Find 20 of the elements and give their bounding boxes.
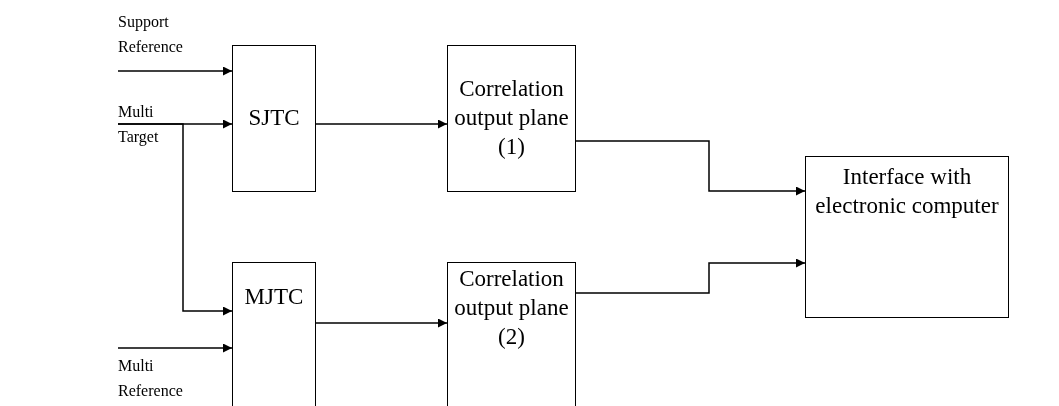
- arrow: [117, 123, 233, 316]
- box-label: MJTC: [244, 283, 304, 311]
- arrow: [117, 66, 233, 76]
- arrow: [315, 119, 448, 129]
- box-label: Interface with electronic computer: [814, 163, 1000, 220]
- arrow: [315, 318, 448, 328]
- input-label: Multi Reference: [118, 356, 184, 401]
- process-box: [447, 45, 576, 192]
- process-box: [805, 156, 1009, 318]
- arrow: [117, 343, 233, 353]
- box-label: Correlation output plane (1): [453, 75, 570, 161]
- arrow: [575, 140, 806, 196]
- input-label: Support Reference: [118, 12, 184, 57]
- process-box: [232, 262, 316, 406]
- process-box: [447, 262, 576, 406]
- input-label: Multi Target: [118, 102, 160, 148]
- box-label: SJTC: [248, 104, 300, 133]
- arrow: [575, 258, 806, 294]
- box-label: Correlation output plane (2): [453, 265, 570, 351]
- process-box: [232, 45, 316, 192]
